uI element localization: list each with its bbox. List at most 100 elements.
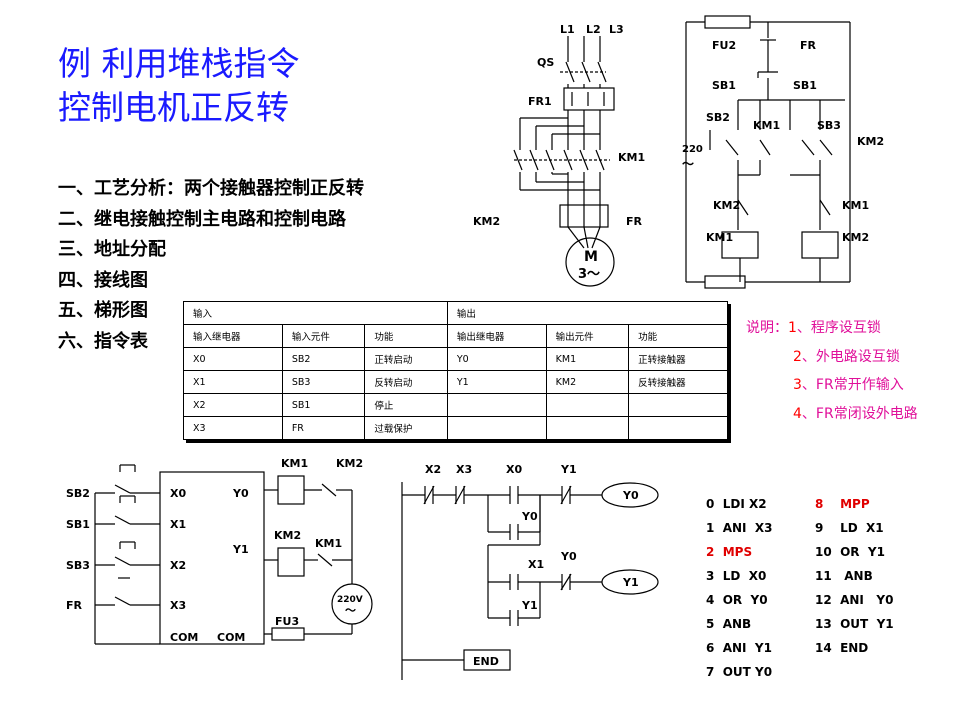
km1-selflock-label: KM1 (753, 119, 780, 132)
input-com-label: COM (170, 631, 198, 644)
ladder-coil-y1-label: Y1 (622, 576, 639, 589)
note-item: 说明：1、程序设互锁 (746, 314, 918, 343)
table-row: X3 FR 过载保护 (183, 416, 728, 440)
notes-heading: 说明： (746, 320, 788, 336)
wiring-fr-label: FR (66, 599, 83, 612)
table-cell: X1 (183, 370, 283, 394)
table-cell: Y1 (446, 370, 547, 394)
output-y0-label: Y0 (232, 487, 249, 500)
note-item: 4、FR常闭设外电路 (746, 400, 918, 429)
phase-label-l2: L2 (586, 23, 601, 36)
operand: Y1 (754, 641, 772, 655)
note-number: 1 (788, 320, 797, 336)
control-circuit-diagram: FU2 FR SB1 SB1 SB2 KM1 SB3 KM2 220 ～ KM2… (682, 15, 884, 289)
step-number: 1 (706, 521, 715, 535)
instruction-row: 6 ANI Y1 (706, 636, 772, 660)
opcode: MPP (840, 497, 870, 511)
opcode: OUT (722, 665, 751, 679)
input-x2-label: X2 (170, 559, 186, 572)
note-item: 2、外电路设互锁 (746, 343, 918, 372)
step-item: 二、继电接触控制主电路和控制电路 (58, 208, 346, 230)
instruction-row: 1 ANI X3 (706, 516, 772, 540)
note-number: 4 (793, 405, 802, 422)
motor-phase-label: 3～ (578, 267, 600, 282)
step-number: 6 (706, 641, 715, 655)
step-number: 2 (706, 545, 715, 559)
table-cell: FR (281, 416, 366, 440)
opcode: LDI (722, 497, 745, 511)
operand: Y0 (750, 593, 768, 607)
table-cell: 过载保护 (364, 416, 448, 440)
instruction-row: 5 ANB (706, 612, 772, 636)
opcode: LD (840, 521, 858, 535)
table-cell: X2 (183, 393, 283, 417)
ladder-x1-label: X1 (528, 558, 544, 571)
coil-km2-mid-label: KM2 (274, 529, 301, 542)
note-number: 3 (793, 377, 802, 393)
table-cell: X0 (183, 347, 283, 371)
operand: X3 (754, 521, 773, 535)
table-cell (446, 393, 547, 417)
coil-km2-label: KM2 (842, 231, 869, 244)
instruction-row: 0 LDI X2 (706, 492, 772, 516)
table-column-headers: 输入继电器 输入元件 功能 输出继电器 输出元件 功能 (183, 324, 728, 348)
km1-interlock-label: KM1 (842, 199, 869, 212)
ac-tilde-label: ～ (682, 157, 694, 171)
ladder-x0-label: X0 (506, 463, 522, 476)
main-circuit-diagram: L1 L2 L3 QS FR1 KM1 KM2 FR M 3～ (473, 23, 645, 287)
note-number: 2 (793, 348, 802, 365)
sb1-label-right: SB1 (793, 79, 817, 92)
voltage-label: 220 (682, 144, 703, 155)
ladder-y1-selflock-label: Y1 (521, 599, 538, 612)
table-cell (545, 416, 630, 440)
table-header-output: 输出 (446, 301, 729, 325)
step-number: 10 (815, 545, 832, 559)
table-cell: KM1 (545, 347, 630, 371)
table-cell: 正转启动 (364, 347, 448, 371)
instruction-row: 2 MPS (706, 540, 772, 564)
contact-km1-mid-label: KM1 (315, 537, 342, 550)
note-text: 、FR常闭设外电路 (801, 405, 918, 422)
instruction-row: 13 OUT Y1 (815, 612, 894, 636)
instruction-row: 9 LD X1 (815, 516, 894, 540)
table-row: X0 SB2 正转启动 Y0 KM1 正转接触器 (183, 347, 728, 371)
table-header-input: 输入 (183, 301, 448, 325)
step-item: 六、指令表 (58, 330, 148, 352)
km2-selflock-label: KM2 (857, 135, 884, 148)
column-header: 功能 (364, 324, 448, 348)
table-cell (446, 416, 547, 440)
instruction-row: 3 LD X0 (706, 564, 772, 588)
fu2-label: FU2 (712, 39, 736, 52)
instruction-row: 4 OR Y0 (706, 588, 772, 612)
table-cell: SB1 (281, 393, 366, 417)
operand: Y0 (876, 593, 894, 607)
table-cell: X3 (183, 416, 283, 440)
ladder-y0-selflock-label: Y0 (521, 510, 538, 523)
instruction-list-col1: 0 LDI X2 1 ANI X3 2 MPS 3 LD X0 4 OR Y0 … (706, 492, 772, 684)
ladder-end-label: END (473, 655, 499, 668)
page-title-line1: 例 利用堆栈指令 (58, 44, 300, 83)
fr-contact-label: FR (800, 39, 817, 52)
wiring-sb1-label: SB1 (66, 518, 90, 531)
opcode: OR (840, 545, 860, 559)
note-text: 、程序设互锁 (796, 320, 881, 336)
table-cell (628, 416, 728, 440)
coil-km1-top-label: KM1 (281, 457, 308, 470)
output-y1-label: Y1 (232, 543, 249, 556)
page-title-line2: 控制电机正反转 (58, 88, 289, 127)
operand: X0 (748, 569, 767, 583)
qs-label: QS (537, 56, 554, 69)
column-header: 功能 (628, 324, 728, 348)
output-com-label: COM (217, 631, 245, 644)
table-cell: SB3 (281, 370, 366, 394)
ladder-x3-label: X3 (456, 463, 472, 476)
motor-label: M (584, 249, 598, 265)
instruction-row: 12 ANI Y0 (815, 588, 894, 612)
instruction-row: 14 END (815, 636, 894, 660)
note-text: 、FR常开作输入 (801, 377, 904, 393)
column-header: 输入继电器 (183, 324, 283, 348)
table-cell: 停止 (364, 393, 448, 417)
fr-label: FR (626, 215, 643, 228)
input-x3-label: X3 (170, 599, 186, 612)
step-number: 11 (815, 569, 832, 583)
